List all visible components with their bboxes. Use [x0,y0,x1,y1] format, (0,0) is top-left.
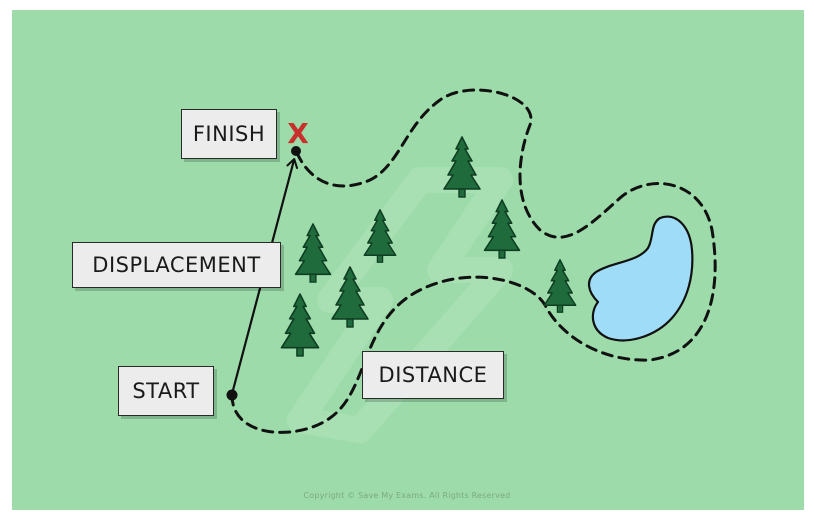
finish-dot [291,146,301,156]
displacement-label: DISPLACEMENT [72,242,281,288]
finish-label: FINISH [181,109,277,159]
distance-path [230,88,717,434]
finish-x-icon: X [287,117,309,150]
start-label: START [118,366,214,416]
copyright-notice: Copyright © Save My Exams. All Rights Re… [303,491,511,500]
distance-label: DISTANCE [362,351,504,399]
start-dot [226,389,238,401]
lake-shape [588,215,694,342]
